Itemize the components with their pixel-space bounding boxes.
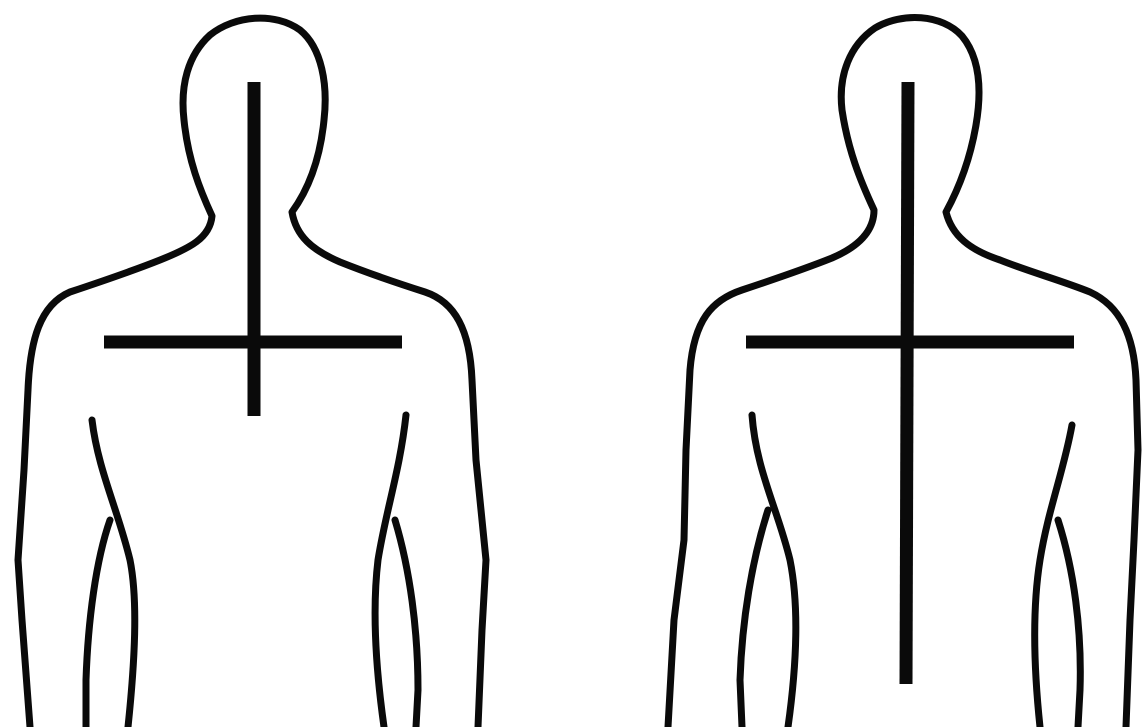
right-figure-left-inner-arm (740, 510, 768, 727)
left-figure-right-arm-line (375, 415, 406, 727)
left-figure-left-inner-arm (86, 520, 110, 727)
left-figure (18, 18, 486, 727)
left-figure-right-inner-arm (395, 520, 418, 727)
right-figure (668, 18, 1138, 727)
right-figure-left-arm-line (752, 415, 796, 727)
right-figure-right-inner-arm (1058, 520, 1080, 727)
right-figure-right-arm-line (1035, 425, 1072, 727)
right-figure-vertical-bar (906, 82, 908, 684)
